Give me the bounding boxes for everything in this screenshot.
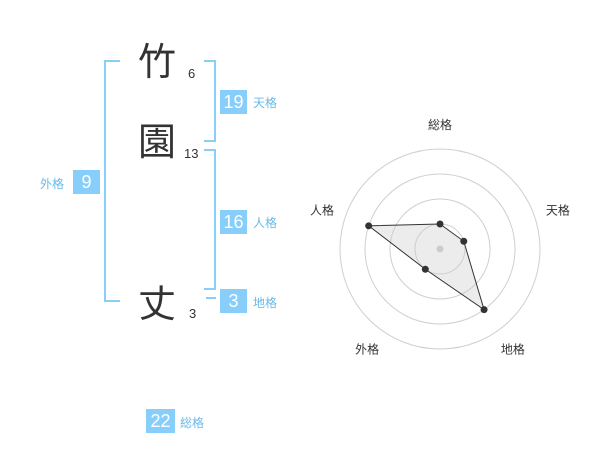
radar-axis-label-2: 地格 — [501, 341, 525, 356]
radar-ring-2 — [389, 198, 491, 300]
name-char-3: 丈 — [138, 282, 177, 326]
chikaku-label: 地格 — [253, 296, 278, 310]
radar-ring-3 — [364, 173, 516, 325]
tenkaku-value: 19 — [220, 90, 247, 114]
jinkaku-bracket — [204, 149, 216, 290]
name-char-1: 竹 — [138, 40, 177, 84]
chikaku-value: 3 — [220, 289, 247, 313]
radar-point-2 — [480, 306, 488, 314]
tenkaku-bracket — [204, 60, 216, 142]
stroke-count-3: 3 — [189, 306, 197, 321]
radar-point-0 — [436, 220, 444, 228]
stroke-count-1: 6 — [188, 66, 196, 81]
radar-axis-label-3: 外格 — [355, 341, 379, 356]
tenkaku-label: 天格 — [253, 96, 278, 110]
soukaku-label: 総格 — [180, 416, 205, 430]
name-char-2: 園 — [138, 120, 177, 164]
radar-point-1 — [460, 237, 468, 245]
radar-center-dot — [436, 245, 444, 253]
radar-point-4 — [365, 222, 373, 230]
jinkaku-label: 人格 — [253, 216, 278, 230]
radar-axis-label-0: 総格 — [428, 117, 452, 132]
gaikaku-label: 外格 — [40, 177, 65, 191]
radar-point-3 — [421, 265, 429, 273]
soukaku-value: 22 — [146, 409, 175, 433]
radar-axis-label-1: 天格 — [546, 203, 570, 218]
gaikaku-bracket — [104, 60, 120, 302]
jinkaku-value: 16 — [220, 210, 247, 234]
stroke-count-2: 13 — [184, 146, 199, 161]
radar-rings — [339, 148, 541, 350]
radar-ring-4 — [339, 148, 541, 350]
chikaku-bracket — [206, 297, 216, 299]
gaikaku-value: 9 — [73, 170, 100, 194]
radar-axis-label-4: 人格 — [310, 203, 334, 218]
